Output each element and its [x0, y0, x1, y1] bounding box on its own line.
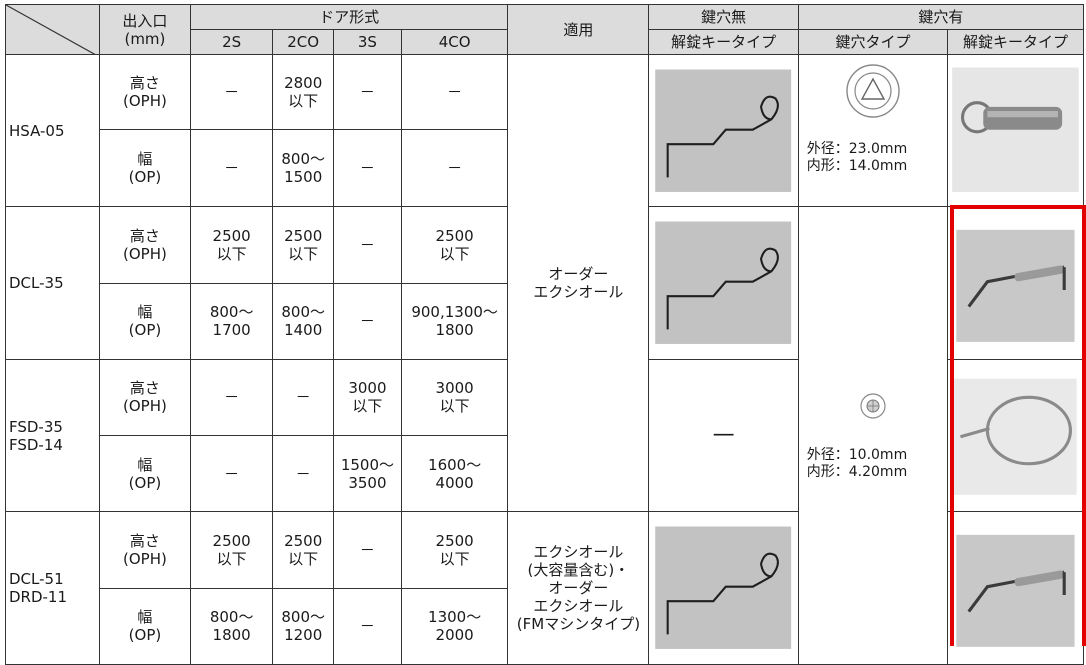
keyhole-type-header: 鍵穴タイプ — [797, 29, 949, 55]
l-key-image — [956, 535, 1075, 648]
keyhole-type-hsa: 外径：23.0mm 内形：14.0mm — [797, 53, 949, 208]
corner-cell — [5, 4, 100, 55]
col-3s-header: 3S — [332, 29, 402, 55]
highlight-frame-top — [950, 205, 1086, 209]
with-keyhole-key-header: 解錠キータイプ — [947, 29, 1084, 55]
value-cell: － — [400, 53, 509, 131]
param-height: 高さ (OPH) — [99, 206, 191, 284]
value-cell: － — [332, 282, 402, 360]
apply-group-2: エクシオール (大容量含む)・ オーダー エクシオール (FMマシンタイプ) — [507, 511, 650, 665]
unlock-key-photo-fsd — [947, 358, 1084, 513]
triangle-keyhole-icon — [846, 64, 900, 118]
value-cell: － — [400, 129, 509, 208]
door-type-header: ドア形式 — [189, 4, 509, 30]
value-cell: － — [189, 129, 274, 208]
value-cell: － — [272, 434, 334, 513]
value-cell: 2500 以下 — [400, 511, 509, 589]
value-cell: 2500 以下 — [272, 206, 334, 284]
value-cell: 3000 以下 — [332, 358, 402, 436]
value-cell: 2500 以下 — [189, 206, 274, 284]
unlock-key-photo-dcl35 — [648, 206, 799, 360]
hook-key-image — [655, 526, 792, 650]
value-cell: 2800 以下 — [272, 53, 334, 131]
hook-key-image — [655, 221, 792, 345]
value-cell: － — [332, 206, 402, 284]
keyhole-type-others: 外径：10.0mm 内形：4.20mm — [797, 206, 949, 665]
value-cell: 800～ 1500 — [272, 129, 334, 208]
model-dcl-51: DCL-51 DRD-11 — [5, 511, 100, 665]
with-keyhole-header: 鍵穴有 — [797, 4, 1085, 30]
value-cell: 800～ 1400 — [272, 282, 334, 360]
value-cell: － — [332, 53, 402, 131]
value-cell: － — [332, 129, 402, 208]
no-keyhole-header: 鍵穴無 — [648, 4, 799, 30]
unlock-key-photo-dcl35-keyhole — [947, 206, 1084, 360]
round-keyhole-icon — [860, 393, 886, 419]
model-dcl-35: DCL-35 — [5, 206, 100, 360]
col-2co-header: 2CO — [272, 29, 334, 55]
apply-header: 適用 — [507, 4, 650, 55]
no-keyhole-key-header: 解錠キータイプ — [648, 29, 799, 55]
value-cell: 2500 以下 — [400, 206, 509, 284]
value-cell: － — [332, 587, 402, 665]
value-cell: － — [272, 358, 334, 436]
param-height: 高さ (OPH) — [99, 358, 191, 436]
value-cell: 900,1300～ 1800 — [400, 282, 509, 360]
value-cell: 800～ 1200 — [272, 587, 334, 665]
value-cell: 2500 以下 — [189, 511, 274, 589]
value-cell: 3000 以下 — [400, 358, 509, 436]
unlock-key-photo-hsa-keyhole — [947, 53, 1084, 208]
highlight-frame-left — [950, 205, 954, 646]
apply-group-1: オーダー エクシオール — [507, 53, 650, 513]
value-cell: － — [189, 53, 274, 131]
param-height: 高さ (OPH) — [99, 53, 191, 131]
highlight-frame-right — [1082, 205, 1086, 646]
unlock-key-photo-dcl51-keyhole — [947, 511, 1084, 665]
param-width: 幅 (OP) — [99, 129, 191, 208]
value-cell: － — [189, 358, 274, 436]
cylinder-key-image — [952, 67, 1079, 192]
value-cell: 1300～ 2000 — [400, 587, 509, 665]
param-width: 幅 (OP) — [99, 434, 191, 513]
unlock-key-photo-dcl51 — [648, 511, 799, 665]
keyhole-spec-others: 外径：10.0mm 内形：4.20mm — [806, 446, 908, 480]
no-keyhole-fsd: — — [648, 358, 799, 513]
model-fsd: FSD-35 FSD-14 — [5, 358, 100, 513]
col-2s-header: 2S — [189, 29, 274, 55]
value-cell: 1600～ 4000 — [400, 434, 509, 513]
diagonal-line-icon — [6, 5, 95, 54]
col-4co-header: 4CO — [400, 29, 509, 55]
l-key-image — [956, 230, 1075, 343]
value-cell: 800～ 1800 — [189, 587, 274, 665]
spec-table: 出入口 (mm) ドア形式 適用 鍵穴無 鍵穴有 2S 2CO 3S 4CO 解… — [5, 4, 1085, 665]
model-hsa-05: HSA-05 — [5, 53, 100, 208]
value-cell: － — [332, 511, 402, 589]
inout-header: 出入口 (mm) — [99, 4, 191, 55]
hook-key-image — [655, 69, 792, 192]
value-cell: 2500 以下 — [272, 511, 334, 589]
ring-key-image — [954, 378, 1077, 495]
param-width: 幅 (OP) — [99, 282, 191, 360]
value-cell: 1500～ 3500 — [332, 434, 402, 513]
unlock-key-photo-hsa — [648, 53, 799, 208]
param-width: 幅 (OP) — [99, 587, 191, 665]
keyhole-spec-hsa: 外径：23.0mm 内形：14.0mm — [806, 141, 908, 174]
value-cell: 800～ 1700 — [189, 282, 274, 360]
value-cell: － — [189, 434, 274, 513]
param-height: 高さ (OPH) — [99, 511, 191, 589]
